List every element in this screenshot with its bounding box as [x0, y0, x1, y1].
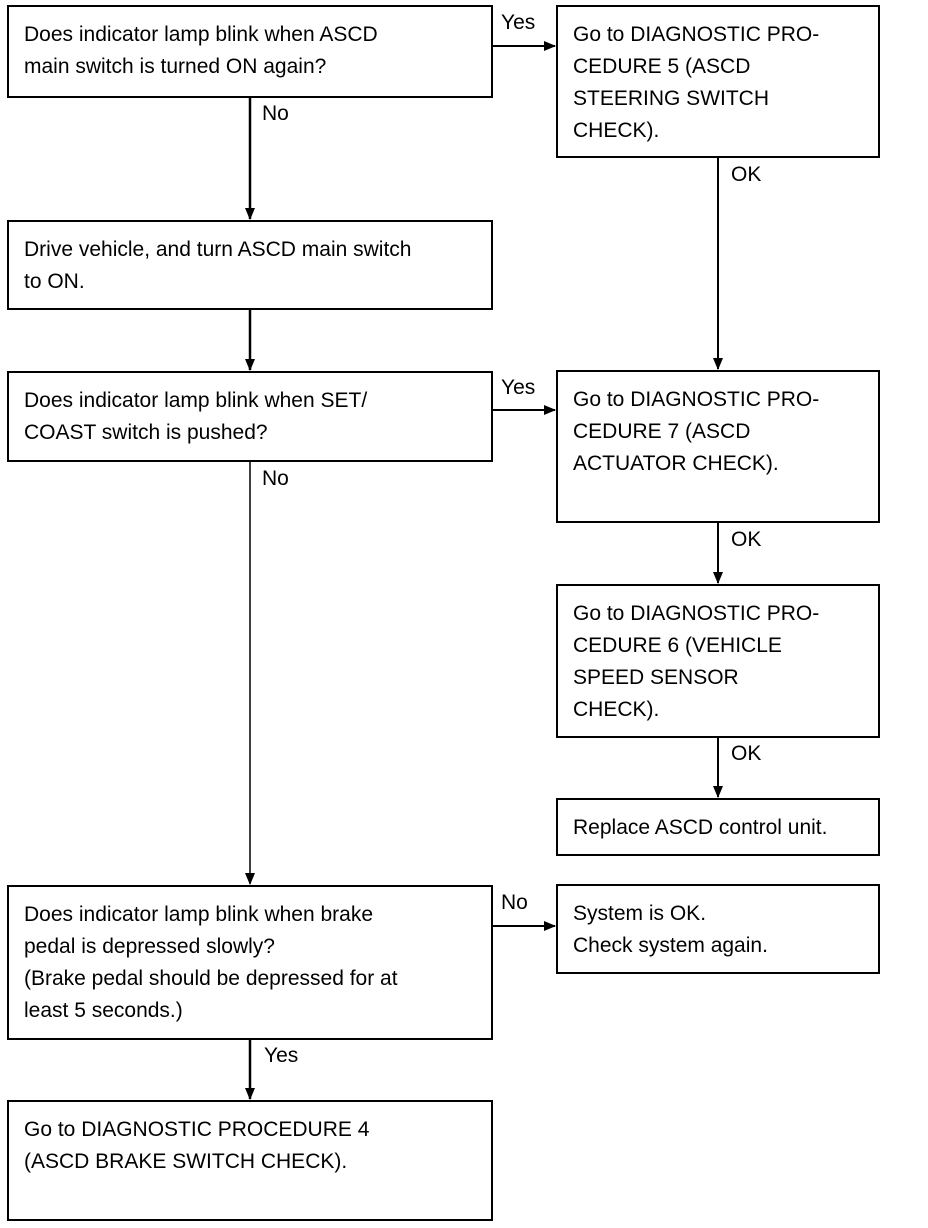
question-set-coast: Does indicator lamp blink when SET/ COAS… — [7, 371, 493, 462]
step-drive-vehicle-text: Drive vehicle, and turn ASCD main switch… — [24, 238, 412, 293]
procedure-7-box: Go to DIAGNOSTIC PRO- CEDURE 7 (ASCD ACT… — [556, 370, 880, 523]
label-set-no: No — [262, 467, 289, 490]
procedure-6-box: Go to DIAGNOSTIC PRO- CEDURE 6 (VEHICLE … — [556, 584, 880, 738]
label-proc6-ok: OK — [731, 742, 762, 765]
procedure-5-box: Go to DIAGNOSTIC PRO- CEDURE 5 (ASCD STE… — [556, 5, 880, 158]
step-drive-vehicle: Drive vehicle, and turn ASCD main switch… — [7, 220, 493, 310]
label-main-no: No — [262, 102, 289, 125]
label-main-yes: Yes — [501, 11, 536, 34]
procedure-4-text: Go to DIAGNOSTIC PROCEDURE 4 (ASCD BRAKE… — [24, 1118, 370, 1173]
question-set-coast-text: Does indicator lamp blink when SET/ COAS… — [24, 389, 368, 444]
procedure-5-text: Go to DIAGNOSTIC PRO- CEDURE 5 (ASCD STE… — [573, 23, 820, 142]
question-main-switch-text: Does indicator lamp blink when ASCD main… — [24, 23, 378, 78]
question-brake-pedal-text: Does indicator lamp blink when brake ped… — [24, 903, 398, 1022]
label-brake-no: No — [501, 891, 528, 914]
procedure-7-text: Go to DIAGNOSTIC PRO- CEDURE 7 (ASCD ACT… — [573, 388, 820, 475]
label-set-yes: Yes — [501, 376, 536, 399]
system-ok-text: System is OK. Check system again. — [573, 902, 768, 957]
replace-control-unit-text: Replace ASCD control unit. — [573, 816, 828, 839]
procedure-6-text: Go to DIAGNOSTIC PRO- CEDURE 6 (VEHICLE … — [573, 602, 820, 721]
replace-control-unit-box: Replace ASCD control unit. — [556, 798, 880, 856]
label-brake-yes: Yes — [264, 1044, 299, 1067]
question-main-switch: Does indicator lamp blink when ASCD main… — [7, 5, 493, 98]
procedure-4-box: Go to DIAGNOSTIC PROCEDURE 4 (ASCD BRAKE… — [7, 1100, 493, 1221]
label-proc5-ok: OK — [731, 163, 762, 186]
system-ok-box: System is OK. Check system again. — [556, 884, 880, 974]
label-proc7-ok: OK — [731, 528, 762, 551]
question-brake-pedal: Does indicator lamp blink when brake ped… — [7, 885, 493, 1040]
